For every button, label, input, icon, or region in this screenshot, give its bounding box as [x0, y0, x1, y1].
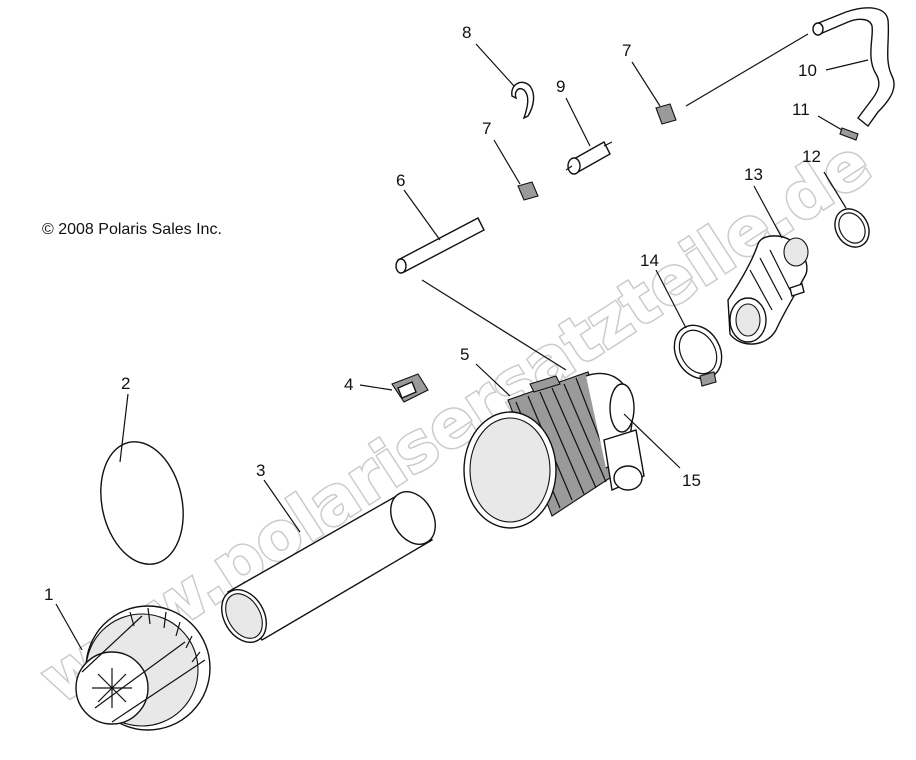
- callout-12: 12: [802, 147, 821, 166]
- callout-5: 5: [460, 345, 469, 364]
- part-10-breather-hose: [812, 7, 895, 128]
- callout-7-upper: 7: [622, 41, 631, 60]
- part-4-clip: [391, 373, 429, 403]
- part-14-hose-clamp: [673, 324, 723, 387]
- callout-15: 15: [682, 471, 701, 490]
- part-7-clamp-lower: [517, 181, 539, 201]
- callout-14: 14: [640, 251, 659, 270]
- callout-7-lower: 7: [482, 119, 491, 138]
- part-11-hose-clip: [839, 127, 859, 141]
- callout-3: 3: [256, 461, 265, 480]
- part-6-tube: [395, 217, 485, 274]
- part-9-valve: [565, 141, 613, 175]
- part-5-airbox-housing: [463, 371, 645, 529]
- callout-13: 13: [744, 165, 763, 184]
- callout-11: 11: [792, 100, 810, 119]
- callout-10: 10: [798, 61, 817, 80]
- callout-8: 8: [462, 23, 471, 42]
- callout-2: 2: [121, 374, 130, 393]
- part-7-clamp-upper: [655, 103, 677, 125]
- copyright-text: © 2008 Polaris Sales Inc.: [42, 221, 222, 238]
- part-2-gasket: [100, 441, 184, 565]
- part-3-filter-element: [221, 491, 436, 643]
- part-13-intake-duct: [727, 235, 809, 345]
- part-12-hose-clamp: [834, 208, 870, 248]
- callout-1: 1: [44, 585, 53, 604]
- callout-4: 4: [344, 375, 353, 394]
- callout-9: 9: [556, 77, 565, 96]
- part-8-p-clamp: [511, 81, 535, 120]
- callout-6: 6: [396, 171, 405, 190]
- part-1-end-cap: [75, 605, 211, 731]
